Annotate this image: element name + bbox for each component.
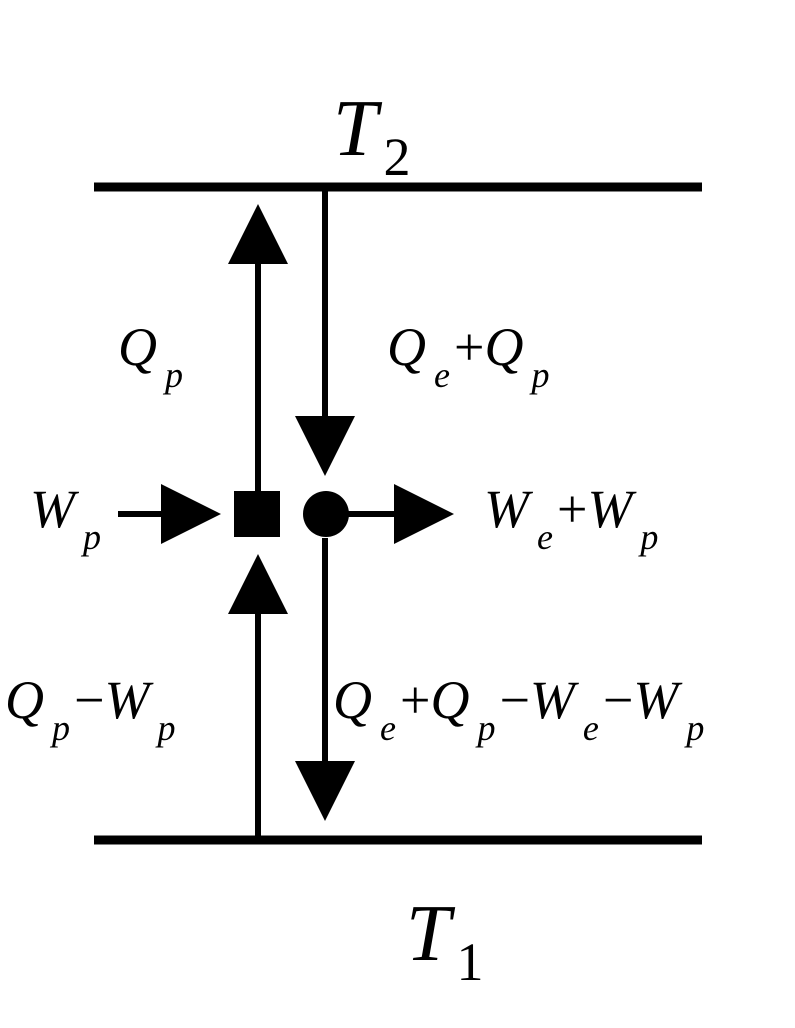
symbol: W [633,670,683,730]
operator: − [499,670,529,730]
symbol: Q [5,670,44,730]
subscript: p [154,708,175,748]
operator: + [454,317,484,377]
subscript: p [162,355,183,395]
symbol: Q [430,670,469,730]
subscript: p [683,708,704,748]
heat-engine-circle [303,491,349,537]
subscript: e [434,355,450,395]
subscript: p [80,517,101,557]
subscript: p [474,708,495,748]
symbol: W [484,479,534,539]
symbol: W [30,479,80,539]
operator: − [74,670,104,730]
symbol: W [587,479,637,539]
symbol: W [530,670,580,730]
subscript: p [49,708,70,748]
operator: + [400,670,430,730]
subscript: p [528,355,549,395]
symbol: Q [387,317,426,377]
symbol: W [104,670,154,730]
subscript: p [637,517,658,557]
subscript: e [380,708,396,748]
operator: + [557,479,587,539]
heat-pump-square [234,491,280,537]
operator: − [603,670,633,730]
subscript: e [583,708,599,748]
subscript: e [537,517,553,557]
symbol: Q [333,670,372,730]
symbol: Q [118,317,157,377]
symbol: Q [484,317,523,377]
